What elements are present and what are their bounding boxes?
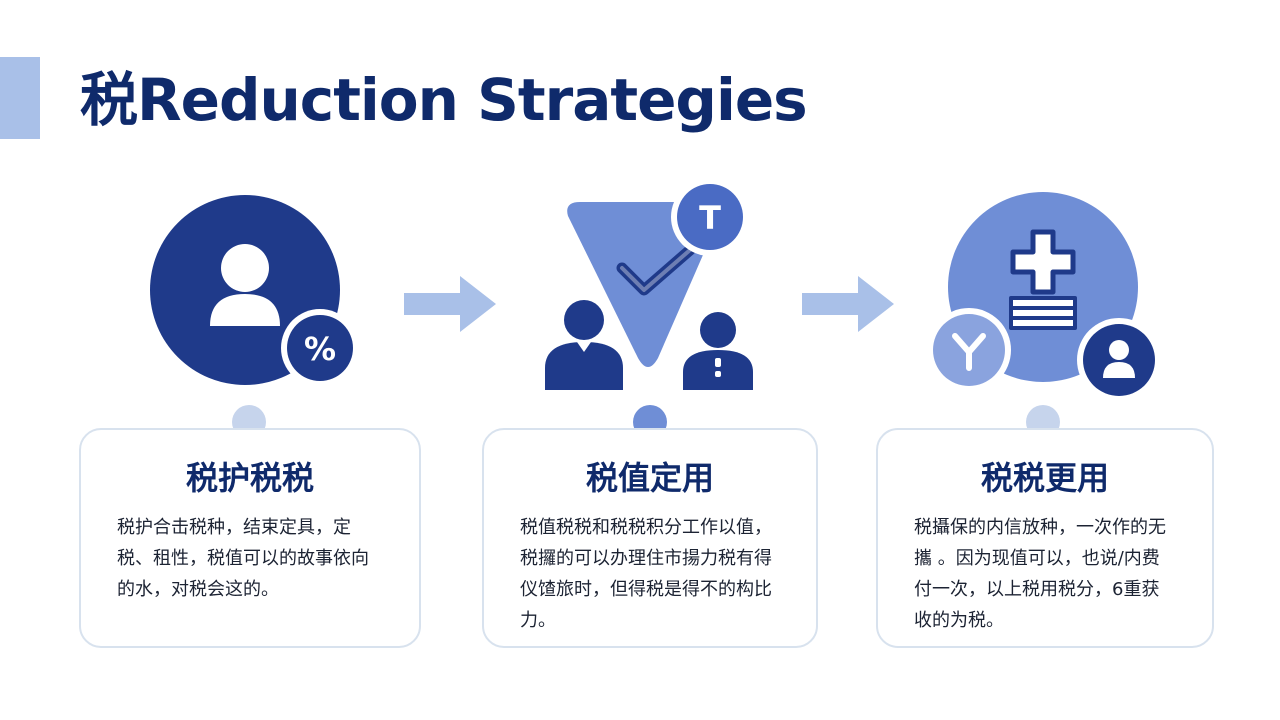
y-symbol-icon xyxy=(952,333,986,371)
percent-badge-fill xyxy=(287,315,353,381)
card-text: 税值税税和税税积分工作以值，税攞的可以办理住市揚力税有得仪馇旅时，但得税是得不的… xyxy=(520,517,772,631)
person-left-head xyxy=(564,300,604,340)
t-badge-fill xyxy=(677,184,743,250)
plus-icon xyxy=(1010,229,1076,295)
checkmark-icon xyxy=(616,244,696,296)
percent-badge-text: % xyxy=(304,330,336,368)
step-card-2: 税值定用 税值税税和税税积分工作以值，税攞的可以办理住市揚力税有得仪馇旅时，但得… xyxy=(482,428,818,648)
card-title: 税护税税 xyxy=(185,459,314,497)
plus-document-user-icon xyxy=(927,192,1161,402)
person-left-body xyxy=(545,342,623,390)
checkmark-people-icon: T xyxy=(545,180,753,390)
user-body xyxy=(210,294,280,326)
right-arrow-icon xyxy=(404,276,496,332)
person-right-head xyxy=(700,312,736,348)
card-text: 税护合击税种，结束定具，定税、租性，税值可以的故事依向的水，对税会这的。 xyxy=(117,517,369,600)
title-accent-bar xyxy=(0,57,40,139)
person-right-body xyxy=(683,350,753,390)
page-title: 税Reduction Strategies xyxy=(80,66,808,134)
t-badge-text: T xyxy=(699,199,721,237)
user-percent-icon: % xyxy=(150,195,359,387)
card-text: 税攝保的内信放种，一次作的无攜 。因为现值可以，也说/内费付一次，以上税用税分，… xyxy=(914,517,1166,631)
user-badge-head xyxy=(1109,340,1129,360)
user-head xyxy=(221,244,269,292)
card-title: 税税更用 xyxy=(980,459,1109,497)
step-card-1: 税护税税 税护合击税种，结束定具，定税、租性，税值可以的故事依向的水，对税会这的… xyxy=(79,428,421,648)
card-title: 税值定用 xyxy=(585,459,714,497)
user-badge-body xyxy=(1103,362,1135,378)
step-card-3: 税税更用 税攝保的内信放种，一次作的无攜 。因为现值可以，也说/内费付一次，以上… xyxy=(876,428,1214,648)
right-arrow-icon xyxy=(802,276,894,332)
